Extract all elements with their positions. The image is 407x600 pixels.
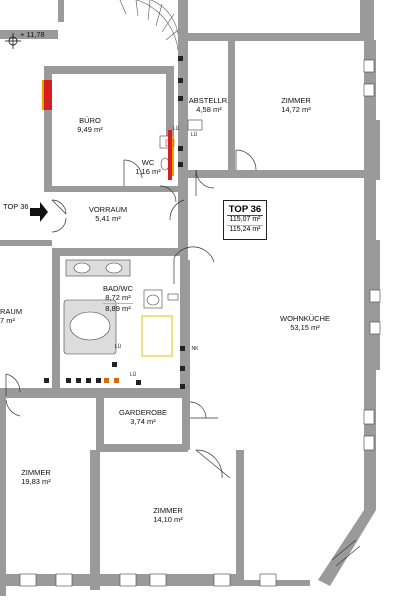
level-crosshair-icon [5,33,21,49]
tag-nk: NK [191,346,199,352]
highlighted-wall [44,80,52,110]
room-vorraum: VORRAUM 5,41 m² [88,205,128,224]
angled-corner-wall [244,478,364,580]
highlighted-wall-edge [42,80,44,110]
tag-lu-4: LÜ [172,126,180,132]
room-wc: WC 1,16 m² [135,158,161,177]
bath-fixtures [63,259,179,357]
room-bad-wc: BAD/WC 8,72 m² 8,89 m² [103,284,133,313]
level-marker: + 11,78 [20,30,45,39]
entrance-label: TOP 36 [3,202,29,211]
spiral-staircase [100,0,179,51]
tag-lu-2: LÜ [114,344,122,350]
angled-corner-edge [318,510,376,586]
tag-lu-1: LÜ [190,132,198,138]
room-zimmer-ne: ZIMMER 14,72 m² [281,96,311,115]
room-garderobe: GARDEROBE 3,74 m² [119,408,167,427]
tag-lu-3: LÜ [129,372,137,378]
unit-summary-box: TOP 36 115,07 m² 115,24 m² [223,200,267,240]
wc-fixtures [159,130,174,180]
windows [19,59,381,587]
room-buero: BÜRO 9,49 m² [77,116,103,135]
room-abstellr: ABSTELLR. 4,58 m² [188,96,230,115]
doors [5,149,257,479]
shaft-markers [44,56,185,389]
room-vorraum-left: RAUM 7 m² [0,307,23,326]
room-wohnkueche: WOHNKÜCHE 53,15 m² [280,314,330,333]
room-zimmer-s: ZIMMER 14,10 m² [153,506,183,525]
room-zimmer-sw: ZIMMER 19,83 m² [21,468,51,487]
room-floors [0,0,364,574]
entrance-arrow [30,202,48,222]
